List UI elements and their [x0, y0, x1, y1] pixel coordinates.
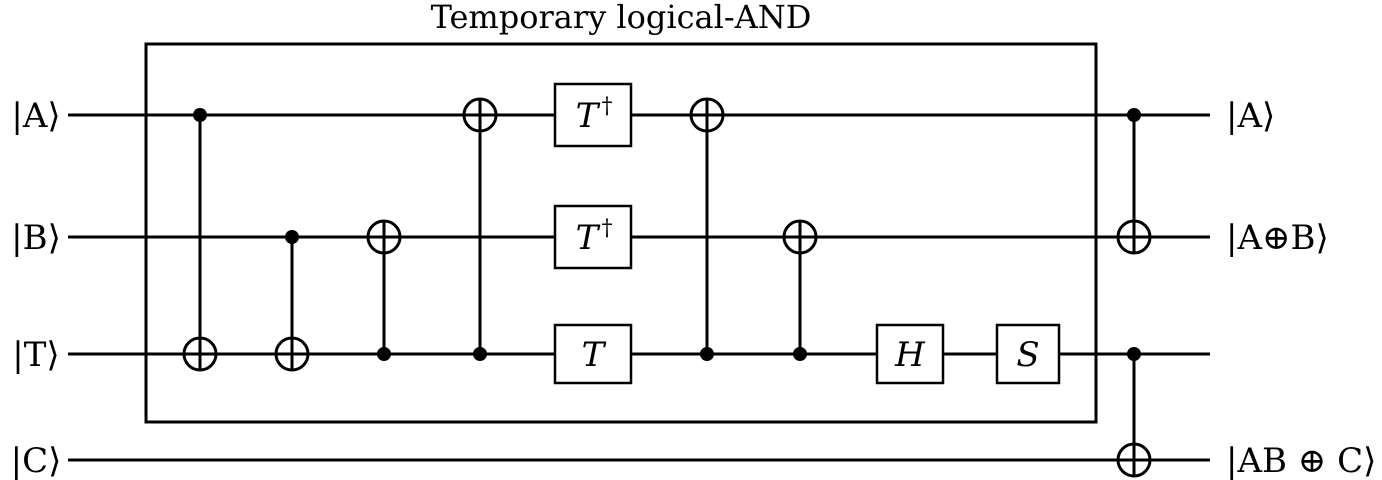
gate-superscript: † — [602, 216, 613, 241]
gate-superscript: † — [602, 94, 613, 119]
cnot-gate — [366, 219, 402, 361]
input-label-c: |C⟩ — [11, 441, 62, 480]
cnot-gate — [689, 97, 725, 361]
gate-t: T — [553, 323, 633, 385]
gate-box — [553, 204, 633, 270]
gate-label: S — [1016, 335, 1039, 375]
gate-t-dagger: T† — [553, 204, 633, 270]
cnot-gate — [274, 230, 310, 372]
cnot-gate — [1116, 108, 1152, 255]
control-dot — [473, 347, 487, 361]
circuit-title: Temporary logical-AND — [431, 0, 812, 36]
control-dot — [377, 347, 391, 361]
control-dot — [285, 230, 299, 244]
gate-s: S — [995, 323, 1061, 385]
cnot-gate — [462, 97, 498, 361]
gate-label: H — [894, 335, 926, 375]
gate-label: T — [576, 96, 601, 136]
gate-box — [875, 323, 945, 385]
control-dot — [700, 347, 714, 361]
control-dot — [1127, 347, 1141, 361]
control-dot — [193, 108, 207, 122]
temporary-and-box — [144, 42, 1098, 424]
output-label-ab-xor-c: |AB ⊕ C⟩ — [1226, 441, 1376, 480]
cnot-gate — [1116, 347, 1152, 478]
gate-box — [995, 323, 1061, 385]
cnot-gate — [782, 219, 818, 361]
gate-t-dagger: T† — [553, 82, 633, 148]
input-label-b: |B⟩ — [11, 218, 61, 258]
gate-box — [553, 323, 633, 385]
cnot-gate — [182, 108, 218, 372]
control-dot — [793, 347, 807, 361]
gate-box — [553, 82, 633, 148]
gate-label: T — [576, 218, 601, 258]
gate-h: H — [875, 323, 945, 385]
output-label-a: |A⟩ — [1226, 96, 1275, 136]
control-dot — [1127, 108, 1141, 122]
output-label-a-xor-b: |A⊕B⟩ — [1226, 218, 1329, 258]
input-label-a: |A⟩ — [11, 96, 60, 136]
input-label-t: |T⟩ — [12, 335, 59, 375]
gate-label: T — [582, 335, 607, 375]
